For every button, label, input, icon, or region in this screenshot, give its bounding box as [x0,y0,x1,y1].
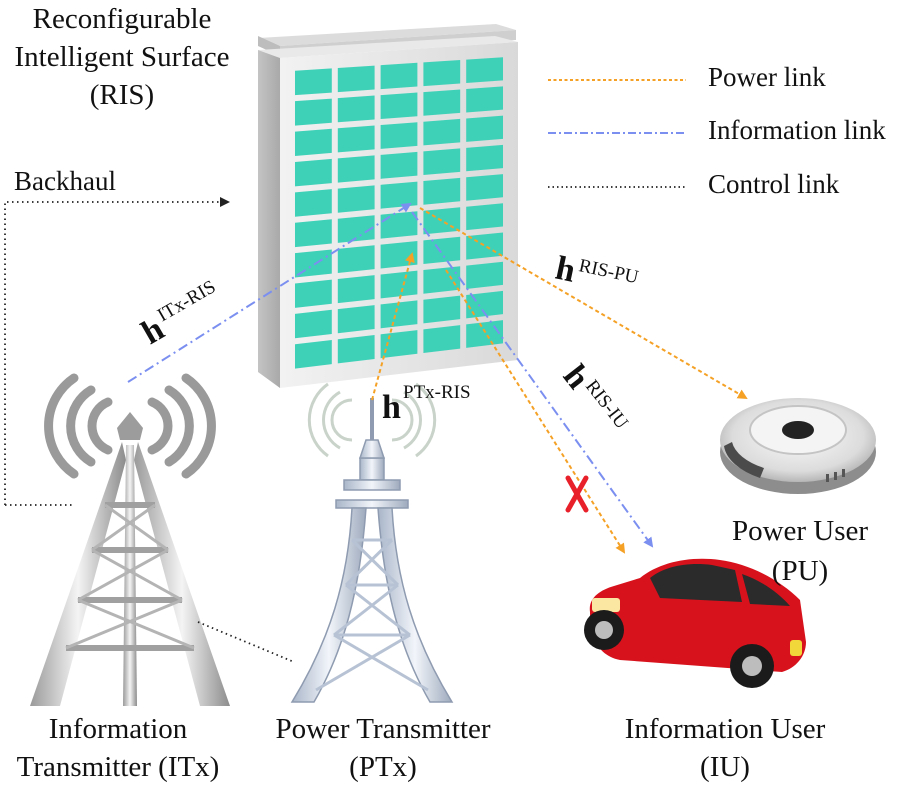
channel-label-ris-iu: h RIS-IU [556,358,633,433]
ris-element [423,177,461,205]
ris-element [337,185,375,213]
info-link-itx-ris [127,202,412,383]
power-user-robot-illustration [720,398,876,494]
ris-element [466,144,503,172]
ris-element [380,300,418,329]
ris-element [466,86,503,113]
legend: Power link Information link Control link [548,62,886,199]
ris-element [337,65,375,93]
backhaul-label: Backhaul [14,166,116,196]
ris-element [466,290,503,319]
ris-element [337,125,375,153]
channel-sup-ris-iu: RIS-IU [581,376,632,433]
ris-element [295,158,332,187]
ris-building-illustration [258,24,518,388]
ris-element [466,174,503,201]
ris-element [295,339,332,369]
ris-element [466,261,503,289]
ris-element [380,181,418,209]
ris-element [337,275,375,304]
channel-symbol-ris-pu: h [552,250,578,290]
ris-element [466,320,503,348]
channel-label-ris-pu: h RIS-PU [552,250,641,290]
power-transmitter-tower [290,382,454,703]
ris-element [380,270,418,299]
itx-label-line2: Transmitter (ITx) [17,751,220,783]
information-user-car-illustration [584,558,806,688]
iu-label-line1: Information User [625,713,826,745]
ris-element [466,203,503,231]
information-transmitter-tower [30,373,230,706]
ris-element [380,330,418,359]
ris-element [423,236,461,265]
channel-label-itx-ris: h ITx-RIS [136,276,220,352]
ris-element [380,62,418,90]
power-link-lines [371,207,748,554]
channel-label-ptx-ris: h PTx-RIS [382,382,471,426]
ptx-label-line2: (PTx) [349,751,417,783]
channel-sup-ptx-ris: PTx-RIS [403,382,471,403]
ris-element [423,266,461,294]
ris-label-line1: Reconfigurable [33,3,212,35]
iu-label-line2: (IU) [700,751,750,783]
ris-element [423,207,461,235]
ris-element [380,122,418,149]
ptx-label-line1: Power Transmitter [275,713,490,745]
ris-element [337,155,375,183]
pu-label-line1: Power User [732,515,868,547]
ris-element [337,215,375,243]
ris-element [295,219,332,248]
itx-label-line1: Information [49,713,188,745]
ris-element [466,232,503,260]
ris-element [380,151,418,179]
ris-element [466,115,503,142]
ris-label-line3: (RIS) [90,79,154,111]
ris-label-line2: Intelligent Surface [15,41,230,73]
ris-element [423,89,461,116]
channel-sup-ris-pu: RIS-PU [577,255,641,288]
backhaul-control-link [4,197,230,505]
ris-element [423,148,461,176]
legend-info-label: Information link [708,115,886,145]
ris-element [337,95,375,123]
ris-element-grid [295,57,503,369]
information-link-lines [127,202,654,548]
itx-label: Information Transmitter (ITx) [17,713,220,783]
ris-element [295,279,332,308]
ris-element [295,98,332,126]
channel-symbol-ptx-ris: h [382,389,401,426]
blocked-power-cross-icon [565,475,589,513]
ris-element [295,128,332,156]
ris-element [423,295,461,324]
ris-element [295,309,332,339]
ris-element [423,118,461,146]
ris-element [295,68,332,96]
channel-sup-itx-ris: ITx-RIS [154,276,219,326]
pu-label-line2: (PU) [772,555,828,587]
ris-element [337,335,375,364]
ris-element [337,305,375,334]
control-link-lines [4,197,295,663]
ris-element [423,325,461,354]
iu-label: Information User (IU) [625,713,826,783]
ris-element [466,57,503,84]
legend-control-label: Control link [708,169,840,199]
legend-power-label: Power link [708,62,826,92]
ptx-label: Power Transmitter (PTx) [275,713,490,783]
ris-element [295,189,332,217]
ris-element [380,92,418,120]
info-link-ris-iu [411,211,654,548]
pu-label: Power User (PU) [732,515,868,587]
ris-element [380,211,418,239]
ris-label: Reconfigurable Intelligent Surface (RIS) [15,3,230,111]
ris-element [337,245,375,274]
ris-element [423,59,461,87]
power-link-ptx-ris [371,252,415,401]
